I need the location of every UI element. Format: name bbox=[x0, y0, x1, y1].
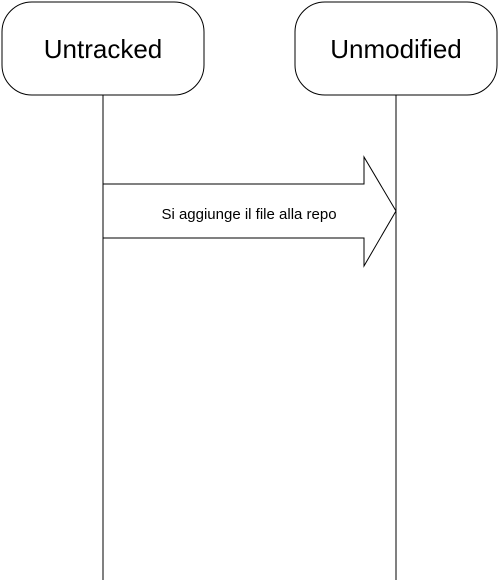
participant-box-untracked bbox=[1, 1, 205, 96]
participant-label-unmodified: Unmodified bbox=[330, 34, 462, 64]
message-arrow[interactable]: Si aggiunge il file alla repo bbox=[102, 155, 397, 268]
participant-unmodified[interactable]: Unmodified bbox=[294, 1, 498, 96]
participant-untracked[interactable]: Untracked bbox=[1, 1, 205, 96]
message-label: Si aggiunge il file alla repo bbox=[161, 206, 336, 223]
participant-label-untracked: Untracked bbox=[44, 34, 163, 64]
block-arrow-shape bbox=[102, 155, 397, 268]
participant-box-unmodified bbox=[294, 1, 498, 96]
